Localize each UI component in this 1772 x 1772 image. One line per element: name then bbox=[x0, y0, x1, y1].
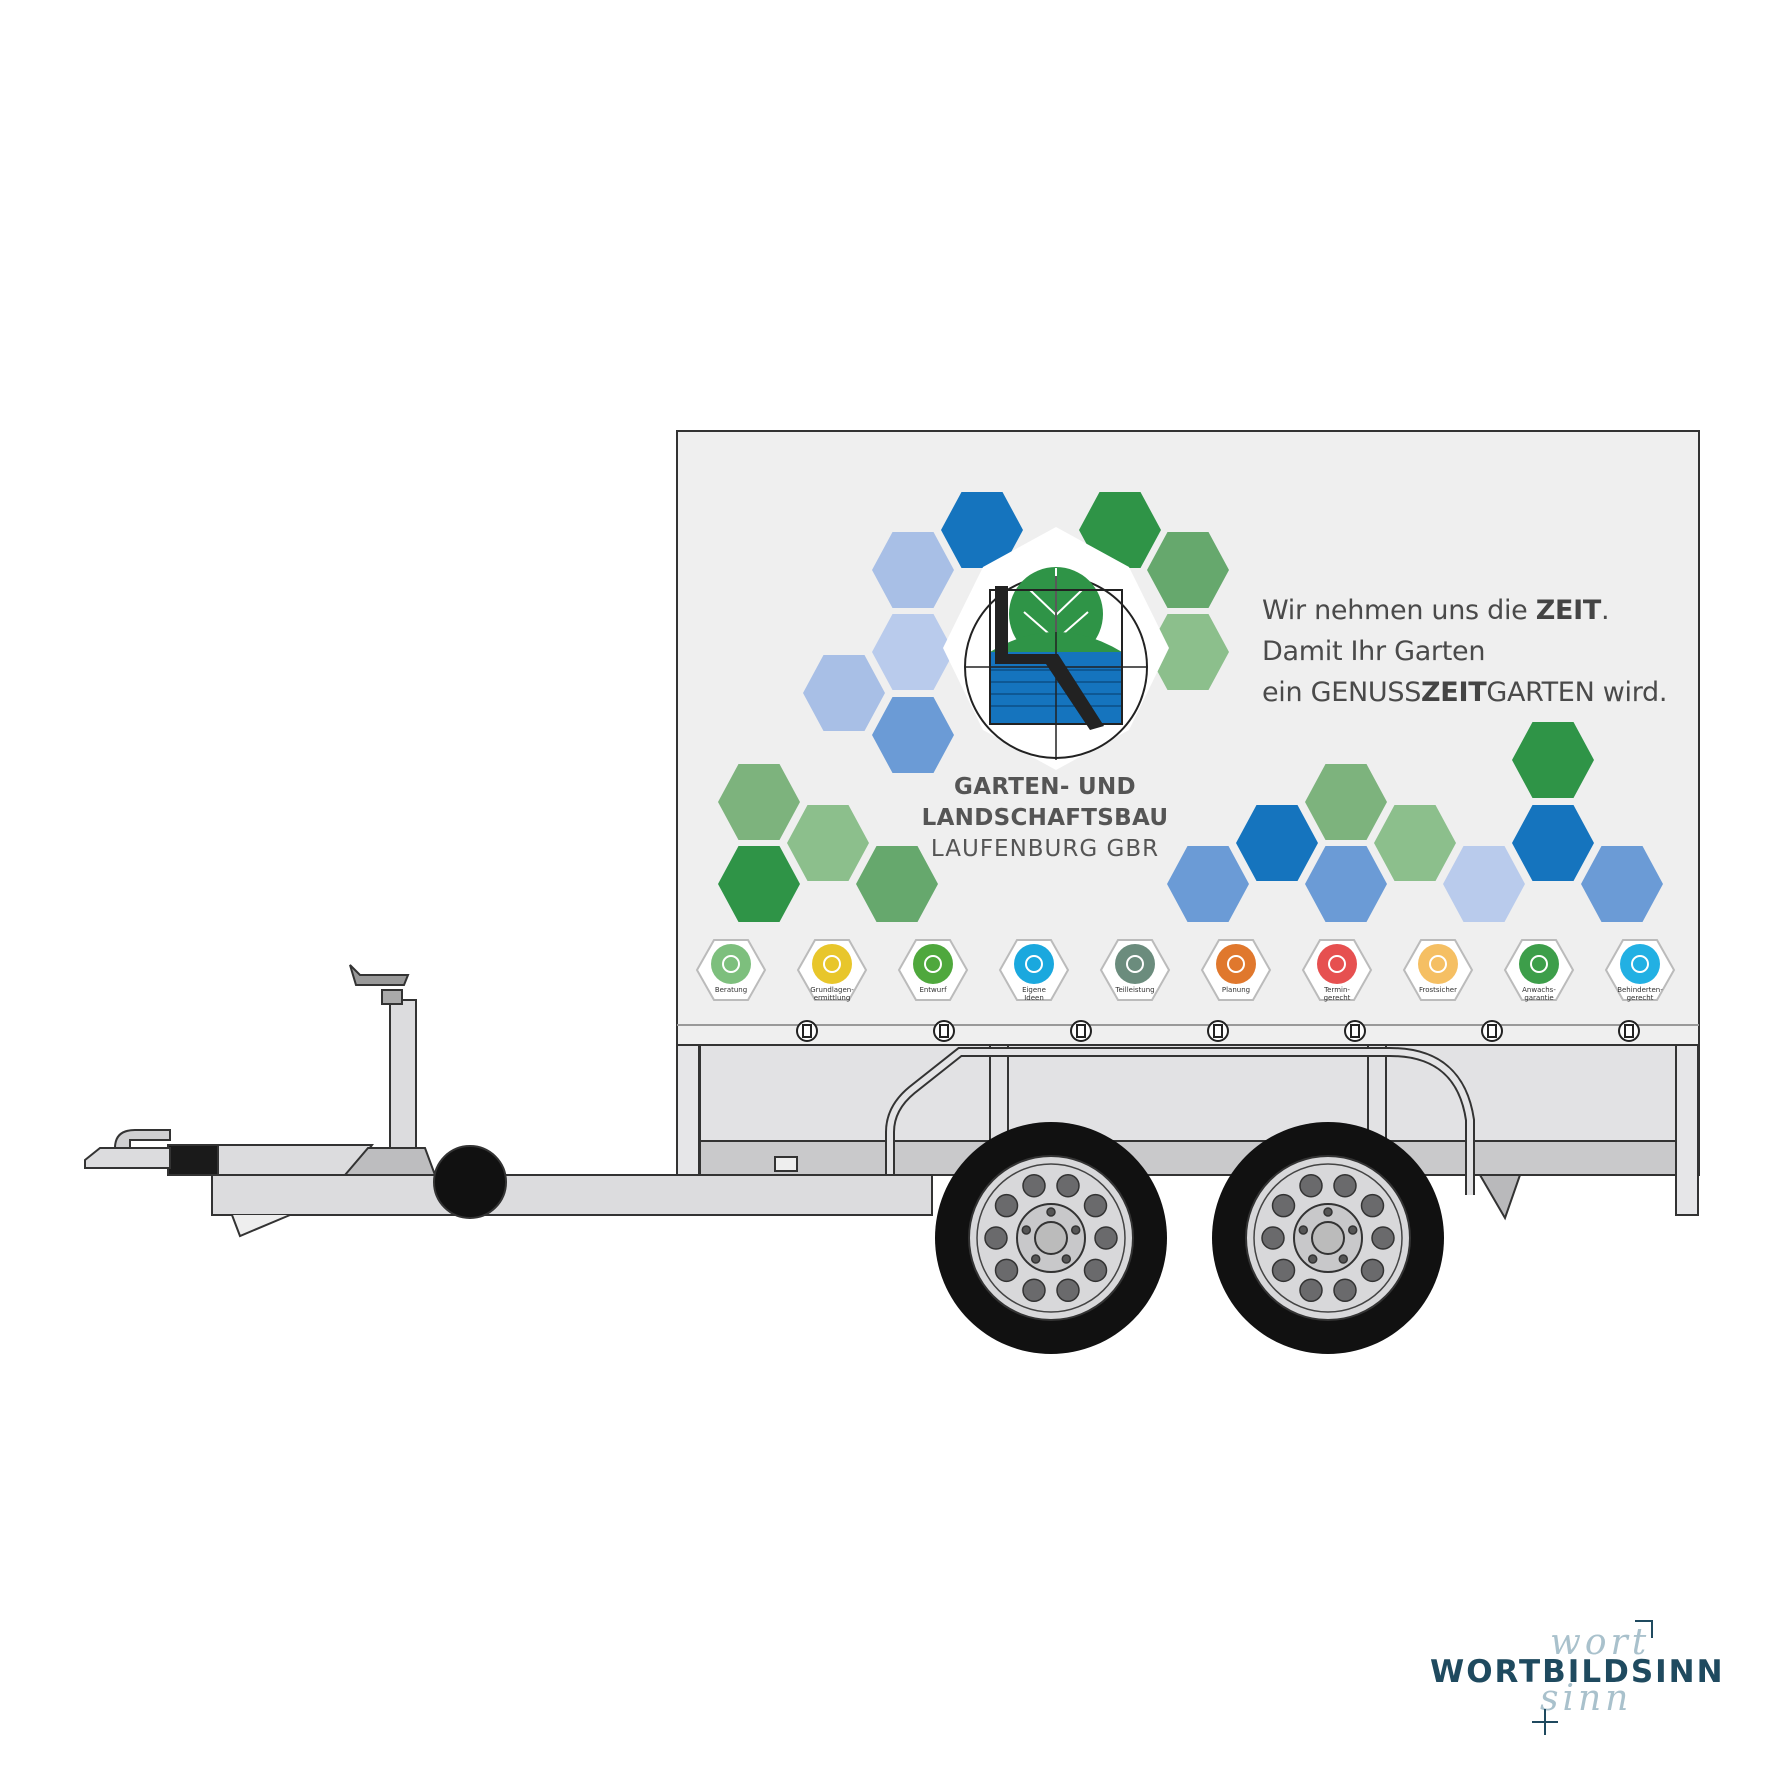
service-icon-label: Teilleistung bbox=[1115, 986, 1155, 994]
snowflake-icon bbox=[1402, 939, 1474, 1001]
brand-script-top: wort bbox=[1550, 1622, 1651, 1663]
slogan-text: Wir nehmen uns die ZEIT. Damit Ihr Garte… bbox=[1262, 590, 1682, 713]
service-icon-label: Termin- gerecht bbox=[1323, 986, 1351, 1002]
tarp-buckles bbox=[796, 1020, 1640, 1042]
company-name: GARTEN- UND LANDSCHAFTSBAU LAUFENBURG GB… bbox=[920, 772, 1170, 865]
slogan-line-2: Damit Ihr Garten bbox=[1262, 636, 1486, 667]
service-icon-row bbox=[695, 939, 1676, 1001]
service-icon-label: Entwurf bbox=[919, 986, 947, 994]
image-icon bbox=[897, 939, 969, 1001]
company-name-line-1: GARTEN- UND bbox=[954, 774, 1136, 800]
flower-icon bbox=[1503, 939, 1575, 1001]
brand-script-bottom: sinn bbox=[1540, 1678, 1633, 1719]
wheelchair-icon bbox=[1604, 939, 1676, 1001]
service-icon-label: Frostsicher bbox=[1419, 986, 1457, 994]
service-icon-label: Behinderten- gerecht bbox=[1617, 986, 1663, 1002]
company-name-line-3: LAUFENBURG GBR bbox=[930, 836, 1160, 862]
lightbulb-icon bbox=[998, 939, 1070, 1001]
wheel-front bbox=[934, 1121, 1168, 1355]
slogan-line-3: ein GENUSSZEITGARTEN wird. bbox=[1262, 677, 1668, 708]
ruler-triangle-icon bbox=[796, 939, 868, 1001]
service-icon-label: Grundlagen- ermittlung bbox=[810, 986, 854, 1002]
slogan-line-1: Wir nehmen uns die ZEIT. bbox=[1262, 595, 1610, 626]
trailer-box bbox=[676, 1044, 1700, 1216]
pencil-icon bbox=[1200, 939, 1272, 1001]
company-name-line-2: LANDSCHAFTSBAU bbox=[921, 805, 1169, 831]
clock-icon bbox=[1099, 939, 1171, 1001]
drawbar bbox=[84, 964, 933, 1238]
wheel-rear bbox=[1211, 1121, 1445, 1355]
service-icon-label: Eigene Ideen bbox=[1022, 986, 1046, 1002]
brand-wordmark: WORTBILDSINN bbox=[1430, 1654, 1725, 1690]
service-icon-label: Anwachs- garantie bbox=[1522, 986, 1556, 1002]
service-icon-label: Planung bbox=[1221, 986, 1251, 994]
company-logo-emblem bbox=[943, 527, 1169, 770]
wortbildsinn-logo: wort WORTBILDSINN sinn bbox=[1430, 1620, 1760, 1735]
people-icon bbox=[695, 939, 767, 1001]
service-icon-label: Beratung bbox=[714, 986, 748, 994]
calendar-icon bbox=[1301, 939, 1373, 1001]
brand-corner-mark bbox=[1635, 1620, 1653, 1638]
